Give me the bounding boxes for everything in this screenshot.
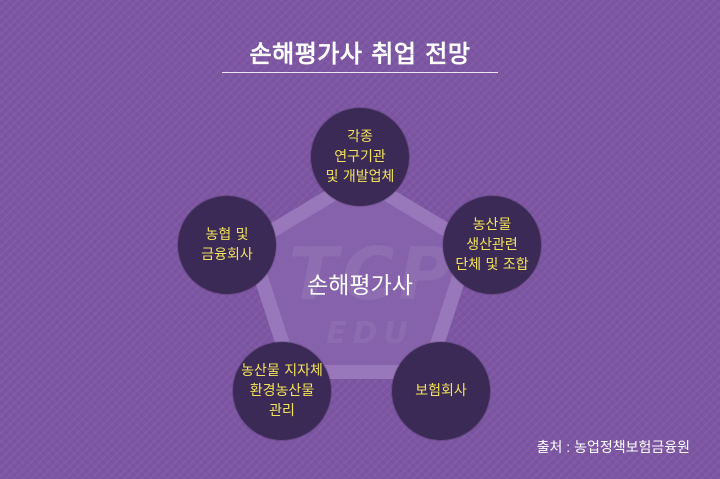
source-caption: 출처 : 농업정책보험금융원 [536,439,690,455]
watermark-logo-sub: EDU [326,316,414,351]
page-title: 손해평가사 취업 전망 [249,40,471,68]
node-line: 단체 및 조합 [455,257,529,273]
node-line: 농산물 지자체 [241,363,323,379]
watermark-logo: TCP [288,232,456,316]
node-line: 각종 [347,129,373,145]
node-line: 보험회사 [415,383,467,399]
node-research: 각종 연구기관 및 개발업체 [311,108,409,206]
node-line: 및 개발업체 [325,169,395,185]
node-line: 농산물 [472,217,512,233]
node-line: 생산관련 [466,237,518,253]
node-agri-org: 농산물 생산관련 단체 및 조합 [443,196,541,294]
node-line: 관리 [269,403,295,419]
node-finance: 농협 및 금융회사 [178,196,276,294]
title-underline [222,72,498,73]
node-local-gov: 농산물 지자체 환경농산물 관리 [233,342,331,440]
node-line: 농협 및 [205,227,249,243]
node-line: 금융회사 [201,247,253,263]
center-label: 손해평가사 [307,273,413,299]
node-line: 연구기관 [334,149,386,165]
node-line: 환경농산물 [249,383,315,399]
node-insurance: 보험회사 [392,342,490,440]
